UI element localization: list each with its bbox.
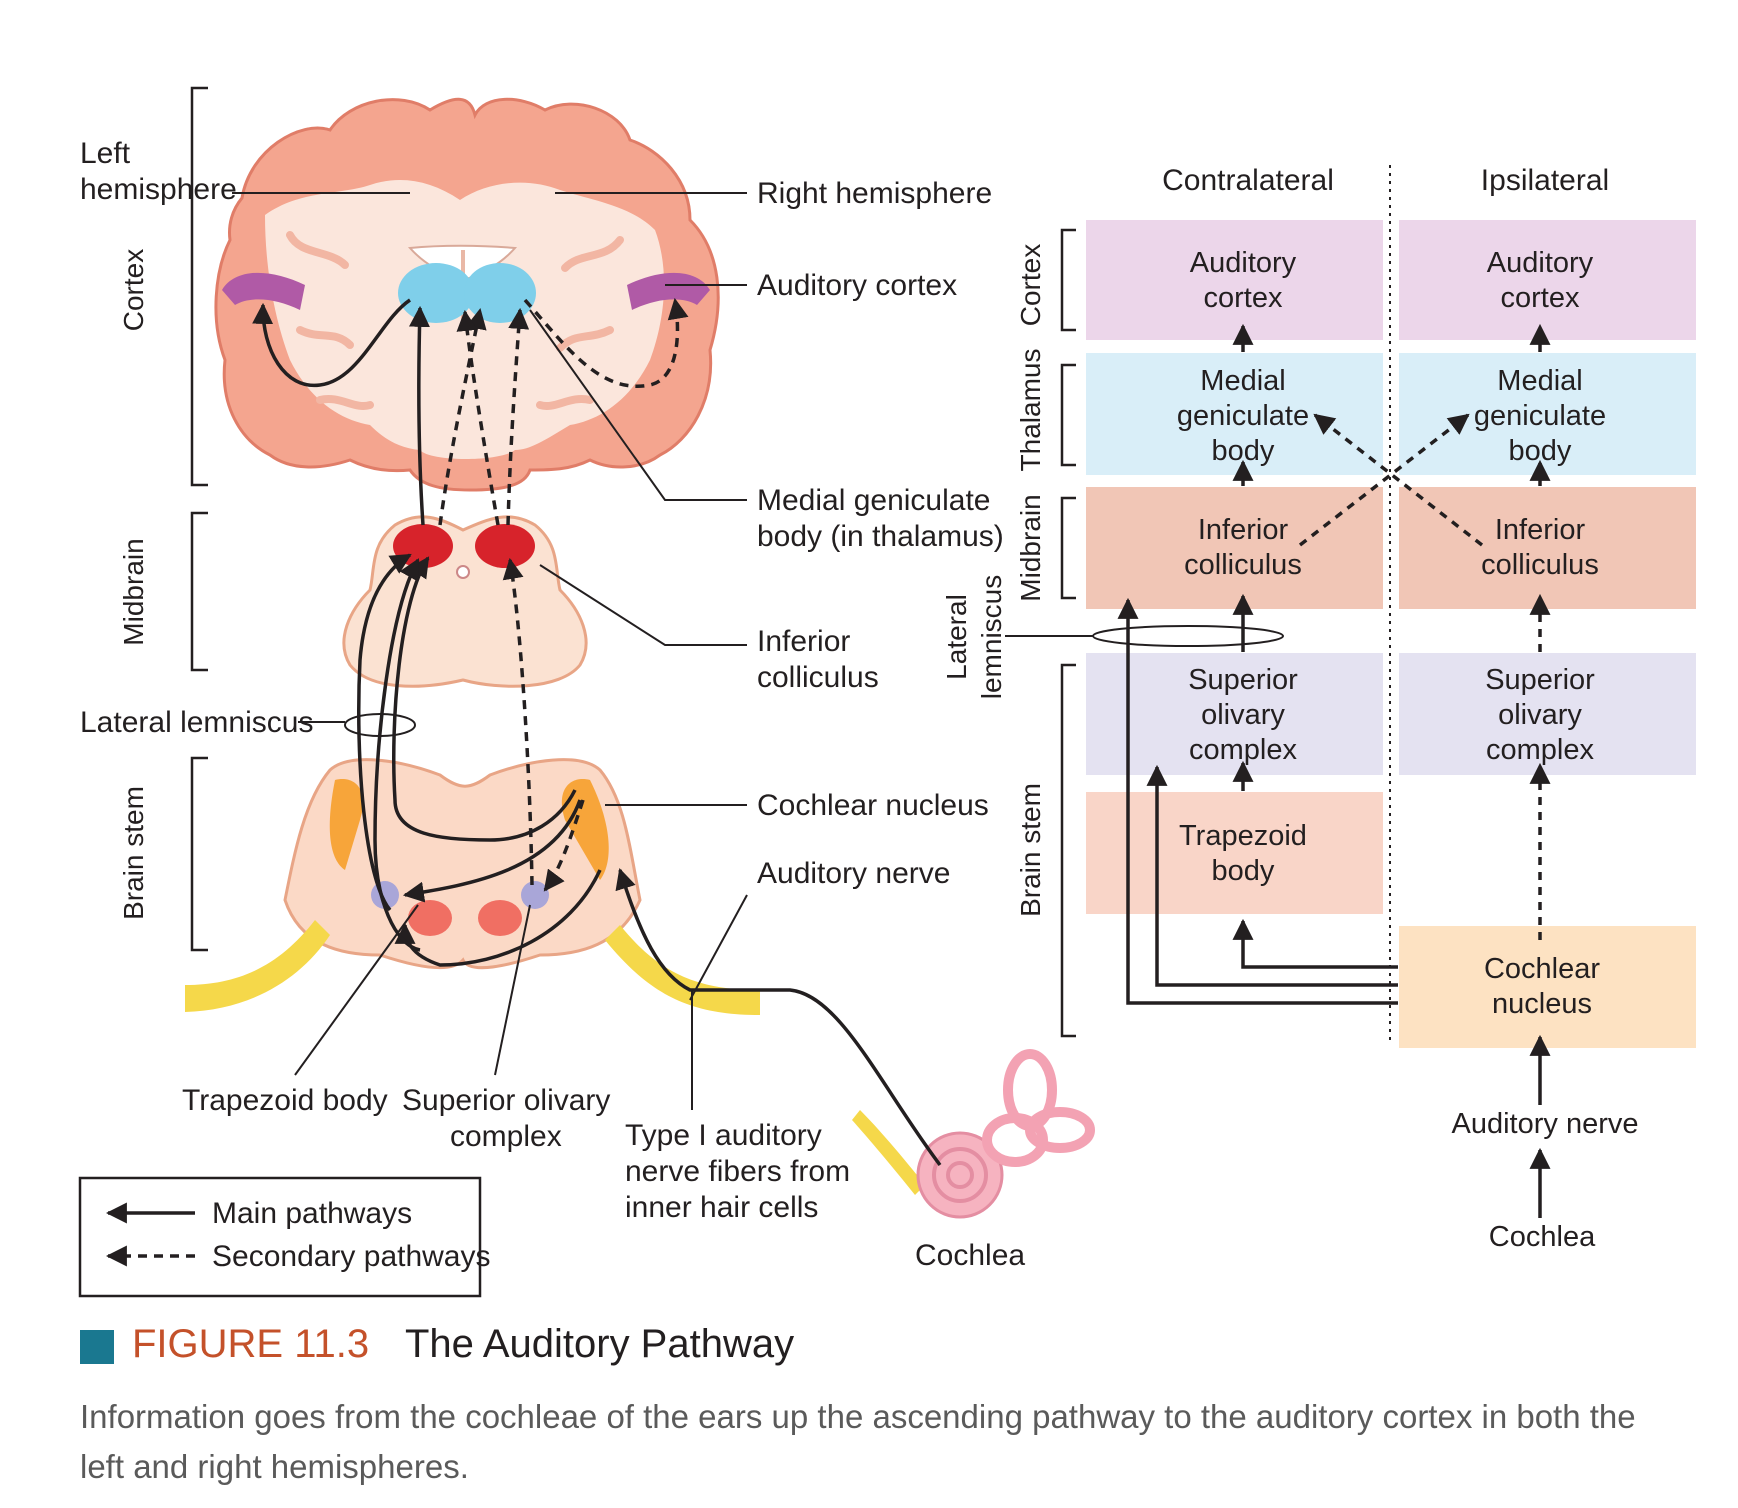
ipsi-mgb-line2: geniculate bbox=[1474, 400, 1606, 432]
cochlear-nucleus-label: Cochlear nucleus bbox=[757, 789, 989, 822]
flow-lemniscus-label-line2: lemniscus bbox=[976, 575, 1007, 699]
cortex-bracket-label: Cortex bbox=[118, 249, 149, 331]
legend: Main pathways Secondary pathways bbox=[78, 1176, 491, 1298]
auditory-pathway-diagram: Left hemisphere Right hemisphere Auditor… bbox=[78, 86, 1696, 1298]
contra-trapezoid-line2: body bbox=[1212, 855, 1275, 887]
medial-geniculate-label-line2: body (in thalamus) bbox=[757, 520, 1004, 553]
ipsi-mgb-line1: Medial bbox=[1497, 365, 1582, 397]
right-hemisphere-label: Right hemisphere bbox=[757, 177, 992, 210]
legend-main-label: Main pathways bbox=[212, 1197, 412, 1230]
ipsi-ic-line2: colliculus bbox=[1481, 549, 1599, 581]
secondary-pathway-lines bbox=[438, 297, 689, 892]
contralateral-header: Contralateral bbox=[1162, 164, 1334, 197]
flow-cochlea-label: Cochlea bbox=[1489, 1221, 1596, 1253]
ipsi-soc-line2: olivary bbox=[1498, 699, 1582, 731]
ipsi-mgb-line3: body bbox=[1509, 435, 1572, 467]
type1-fibers-label-line2: nerve fibers from bbox=[625, 1155, 850, 1188]
type1-fibers-label-line1: Type I auditory bbox=[625, 1119, 822, 1152]
contra-trapezoid-line1: Trapezoid bbox=[1179, 820, 1307, 852]
cochlea-drawing bbox=[916, 1049, 1095, 1219]
ipsi-cn-line2: nucleus bbox=[1492, 988, 1592, 1020]
auditory-cortex-label: Auditory cortex bbox=[757, 269, 957, 302]
brain-coronal-section bbox=[214, 97, 720, 492]
ipsi-ac-line1: Auditory bbox=[1487, 247, 1594, 279]
inferior-colliculus-label-line2: colliculus bbox=[757, 661, 879, 694]
flow-brainstem-label: Brain stem bbox=[1015, 783, 1046, 917]
ipsi-ac-line2: cortex bbox=[1501, 282, 1580, 314]
flowchart: Contralateral Ipsilateral Auditory corte… bbox=[941, 164, 1696, 1253]
level-brackets-right bbox=[1060, 228, 1076, 1038]
level-brackets-left bbox=[190, 86, 208, 952]
trapezoid-body-label: Trapezoid body bbox=[182, 1084, 388, 1117]
figure-title: The Auditory Pathway bbox=[405, 1322, 795, 1366]
cochlea-illustration-label: Cochlea bbox=[915, 1239, 1025, 1272]
ipsi-cochlear-nucleus-box bbox=[1399, 926, 1696, 1048]
contra-auditory-cortex-box bbox=[1086, 220, 1383, 340]
figure-number: FIGURE 11.3 bbox=[132, 1322, 370, 1366]
flowchart-secondary-arrows bbox=[1298, 323, 1551, 940]
contra-trapezoid-box bbox=[1086, 792, 1383, 914]
brainstem-slice bbox=[283, 758, 642, 970]
left-hemisphere-label-line2: hemisphere bbox=[80, 173, 237, 206]
midbrain-bracket-label: Midbrain bbox=[118, 538, 149, 645]
midbrain-slice bbox=[342, 515, 588, 688]
legend-frame bbox=[78, 1176, 482, 1298]
ipsi-soc-box bbox=[1399, 653, 1696, 775]
superior-olivary-label-line1: Superior olivary bbox=[402, 1084, 610, 1117]
ipsi-cn-line1: Cochlear bbox=[1484, 953, 1600, 985]
contra-ic-line1: Inferior bbox=[1198, 514, 1289, 546]
leader-lines bbox=[232, 192, 748, 1110]
ipsilateral-header: Ipsilateral bbox=[1481, 164, 1609, 197]
brainstem-bracket-label: Brain stem bbox=[118, 786, 149, 920]
flow-midbrain-label: Midbrain bbox=[1015, 494, 1046, 601]
medial-geniculate-label-line1: Medial geniculate bbox=[757, 484, 990, 517]
figure-marker-square bbox=[80, 1330, 114, 1364]
lateral-lemniscus-ring bbox=[344, 713, 416, 737]
flow-auditory-nerve-label: Auditory nerve bbox=[1452, 1108, 1639, 1140]
left-hemisphere-label-line1: Left bbox=[80, 137, 131, 170]
contra-ac-line2: cortex bbox=[1204, 282, 1283, 314]
auditory-nerve-label: Auditory nerve bbox=[757, 857, 950, 890]
type1-fibers-label-line3: inner hair cells bbox=[625, 1191, 818, 1224]
contra-ic-line2: colliculus bbox=[1184, 549, 1302, 581]
flow-lemniscus-label-line1: Lateral bbox=[941, 594, 972, 680]
contra-soc-box bbox=[1086, 653, 1383, 775]
contra-soc-line3: complex bbox=[1189, 734, 1297, 766]
flow-thalamus-label: Thalamus bbox=[1015, 349, 1046, 472]
figure-caption: Information goes from the cochleae of th… bbox=[80, 1398, 1636, 1485]
legend-secondary-label: Secondary pathways bbox=[212, 1240, 491, 1273]
contra-mgb-line1: Medial bbox=[1200, 365, 1285, 397]
contra-soc-line2: olivary bbox=[1201, 699, 1285, 731]
ipsi-ic-line1: Inferior bbox=[1495, 514, 1586, 546]
flow-cortex-label: Cortex bbox=[1015, 244, 1046, 326]
flowchart-main-arrows bbox=[1117, 323, 1551, 1218]
flowchart-lemniscus-ring bbox=[1092, 625, 1284, 647]
ipsi-auditory-cortex-box bbox=[1399, 220, 1696, 340]
auditory-nerve-bands bbox=[185, 920, 925, 1195]
ipsi-soc-line1: Superior bbox=[1485, 664, 1595, 696]
contra-mgb-line2: geniculate bbox=[1177, 400, 1309, 432]
lateral-lemniscus-label: Lateral lemniscus bbox=[80, 706, 313, 739]
main-pathway-lines bbox=[252, 298, 942, 1167]
inferior-colliculus-label-line1: Inferior bbox=[757, 625, 850, 658]
ipsi-soc-line3: complex bbox=[1486, 734, 1594, 766]
contra-ac-line1: Auditory bbox=[1190, 247, 1297, 279]
contra-soc-line1: Superior bbox=[1188, 664, 1298, 696]
contra-ic-box bbox=[1086, 487, 1383, 609]
ipsi-ic-box bbox=[1399, 487, 1696, 609]
superior-olivary-label-line2: complex bbox=[450, 1120, 562, 1153]
